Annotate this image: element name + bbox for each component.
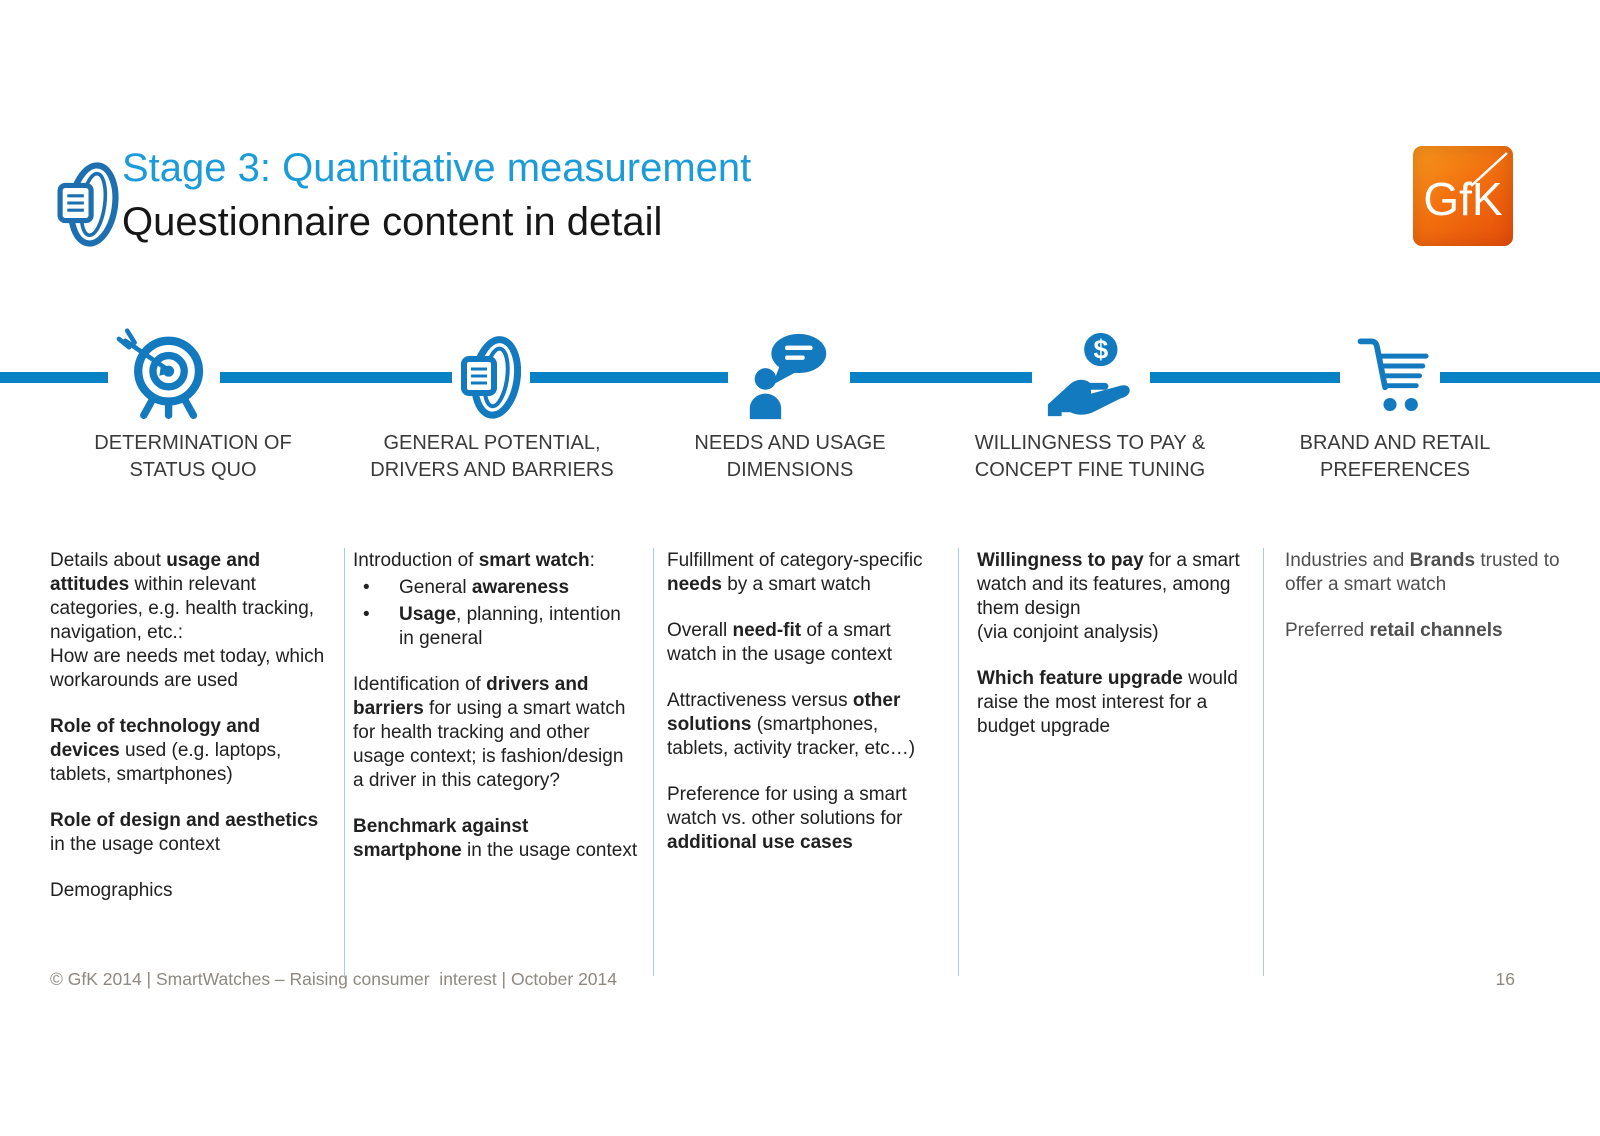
paragraph: Benchmark against smartphone in the usag… bbox=[353, 816, 638, 861]
paragraph: Preferred retail channels bbox=[1285, 620, 1503, 641]
logo-shine bbox=[1470, 152, 1508, 187]
stage-heading: DETERMINATION OF STATUS QUO bbox=[94, 432, 292, 481]
bullet-item: Usage, planning, intention in general bbox=[353, 603, 639, 651]
paragraph: Preference for using a smart watch vs. o… bbox=[667, 784, 912, 853]
column-status-quo: Details about usage and attitudes within… bbox=[50, 549, 332, 903]
svg-text:$: $ bbox=[1093, 334, 1108, 364]
column-divider bbox=[1263, 548, 1264, 976]
shopping-cart-icon bbox=[1340, 332, 1440, 418]
paragraph: Attractiveness versus other solutions (s… bbox=[667, 690, 916, 759]
paragraph: Role of design and aesthetics in the usa… bbox=[50, 810, 324, 855]
person-chat-icon bbox=[728, 326, 850, 428]
pay-hand-icon: $ bbox=[1032, 324, 1150, 426]
target-icon bbox=[108, 326, 220, 420]
footer-copyright: © GfK 2014 | SmartWatches – Raising cons… bbox=[50, 969, 618, 989]
gfk-logo: GfK bbox=[1413, 146, 1513, 246]
smartwatch-icon bbox=[57, 150, 119, 256]
bullet-item: General awareness bbox=[353, 576, 639, 600]
smartwatch-icon bbox=[452, 322, 530, 430]
page-number: 16 bbox=[1495, 969, 1515, 989]
paragraph: Willingness to pay for a smart watch and… bbox=[977, 550, 1240, 643]
stage-heading: GENERAL POTENTIAL, DRIVERS AND BARRIERS bbox=[370, 432, 614, 481]
paragraph: Overall need-fit of a smart watch in the… bbox=[667, 620, 897, 665]
column-needs-usage: Fulfillment of category-specific needs b… bbox=[667, 549, 944, 855]
column-brand-retail: Industries and Brands trusted to offer a… bbox=[1285, 549, 1565, 643]
stage-heading: WILLINGNESS TO PAY & CONCEPT FINE TUNING bbox=[974, 432, 1206, 481]
stage-heading: BRAND AND RETAIL PREFERENCES bbox=[1299, 432, 1491, 481]
column-divider bbox=[344, 548, 345, 976]
paragraph: Which feature upgrade would raise the mo… bbox=[977, 668, 1244, 737]
page-subtitle: Questionnaire content in detail bbox=[122, 200, 663, 244]
paragraph: Fulfillment of category-specific needs b… bbox=[667, 550, 928, 595]
paragraph: Industries and Brands trusted to offer a… bbox=[1285, 550, 1565, 595]
logo-text: GfK bbox=[1423, 173, 1503, 225]
column-potential-drivers: Introduction of smart watch: General awar… bbox=[353, 549, 639, 863]
paragraph: Identification of drivers and barriers f… bbox=[353, 674, 631, 791]
page-title: Stage 3: Quantitative measurement bbox=[122, 146, 752, 190]
paragraph: Details about usage and attitudes within… bbox=[50, 550, 325, 691]
column-willingness-to-pay: Willingness to pay for a smart watch and… bbox=[977, 549, 1255, 739]
column-divider bbox=[958, 548, 959, 976]
paragraph: Demographics bbox=[50, 880, 173, 901]
stage-heading: NEEDS AND USAGE DIMENSIONS bbox=[694, 432, 886, 481]
column-divider bbox=[653, 548, 654, 976]
paragraph: Role of technology and devices used (e.g… bbox=[50, 716, 287, 785]
paragraph: Introduction of smart watch: bbox=[353, 550, 595, 571]
